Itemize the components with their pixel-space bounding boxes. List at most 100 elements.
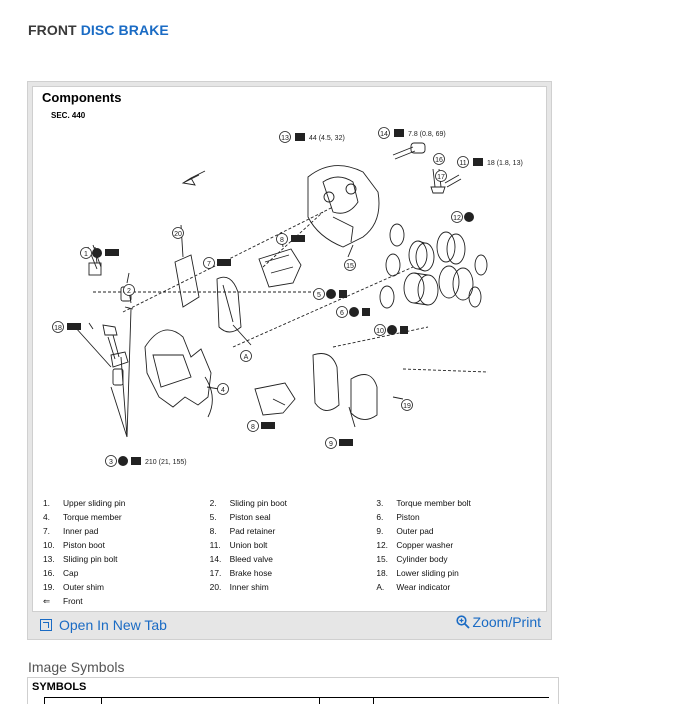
legend-item: 5. Piston seal [210,512,377,522]
figure-image[interactable]: Components SEC. 440 [32,86,547,612]
legend-item: 6.Piston [376,512,543,522]
legend-number: 11. [209,540,221,550]
legend-row: 4. Torque member 5. Piston seal 6.Piston [43,510,543,524]
legend-number: 8. [209,526,217,536]
svg-text:11: 11 [459,160,466,167]
callout-1: 1 [80,247,92,259]
callout-15: 15 [344,259,356,271]
open-in-new-tab-button[interactable]: Open In New Tab [40,617,167,633]
svg-text:10: 10 [376,328,384,335]
svg-text:7: 7 [207,261,211,268]
legend-text: Cap [63,568,79,578]
svg-text:20: 20 [174,231,182,238]
brake-diagram: 13 44 (4.5, 32) 14 7.8 (0.8, 69) 16 11 1… [52,127,523,467]
callout-10: 10 [374,324,386,336]
legend-text: Sliding pin bolt [63,554,118,564]
legend-number: 17. [209,568,222,578]
callout-6: 6 [336,306,348,318]
figure-card: Components SEC. 440 [27,81,552,640]
svg-text:A: A [244,354,249,361]
legend-number: 2. [209,498,217,508]
callout-14: 14 [378,127,390,139]
page-title: FRONT DISC BRAKE [28,22,169,38]
legend-number: 13. [43,554,55,564]
legend-number: 12. [376,540,388,550]
symbols-card[interactable]: SYMBOLS [27,677,559,704]
svg-text:16: 16 [435,157,443,164]
legend-item: A. Wear indicator [376,582,543,592]
legend-text: Union bolt [229,540,268,550]
legend-text: Torque member [63,512,122,522]
legend-text: Front [63,596,83,606]
callout-20: 20 [172,227,184,239]
torque-13: 44 (4.5, 32) [309,135,345,142]
svg-text:1: 1 [84,251,88,258]
legend-item: 12. Copper washer [376,540,543,550]
table-divider [319,698,320,704]
callout-18: 18 [52,321,64,333]
callout-13: 13 [279,131,291,143]
legend-item: ⇐ Front [43,596,211,606]
callout-12: 12 [451,211,463,223]
torque-11: 18 (1.8, 13) [487,160,523,167]
svg-text:2: 2 [127,288,131,295]
torque-14: 7.8 (0.8, 69) [408,131,446,138]
legend-text: Inner pad [63,526,99,536]
callout-11: 11 [457,156,469,168]
legend-text: Cylinder body [396,554,448,564]
legend-item: 13. Sliding pin bolt [43,554,210,564]
legend-number: 4. [43,512,50,522]
legend-row-front: ⇐ Front [43,594,543,608]
torque-icon [473,158,483,166]
legend-item: 20.Inner shim [210,582,377,592]
callout-5: 5 [313,288,325,300]
svg-text:12: 12 [453,215,461,222]
symbols-title: SYMBOLS [32,681,87,693]
callout-8-bottom: 8 [247,420,259,432]
legend-number: 14. [209,554,222,564]
svg-text:9: 9 [329,441,333,448]
legend-text: Outer shim [63,582,104,592]
torque-3: 210 (21, 155) [145,459,187,466]
legend-text: Lower sliding pin [396,568,459,578]
legend-item: 15.Cylinder body [376,554,543,564]
card-footer: Open In New Tab Zoom/Print [32,612,547,636]
callout-17: 17 [435,170,447,182]
legend-item: 3. Torque member bolt [376,498,543,508]
legend-item: 2.Sliding pin boot [210,498,377,508]
legend-item: 10.Piston boot [43,540,210,550]
front-arrow-symbol: ⇐ [43,596,51,606]
legend-text: Pad retainer [229,526,276,536]
legend-number: A. [376,582,385,592]
callout-9: 9 [325,437,337,449]
callout-19: 19 [401,399,413,411]
legend-number: 18. [376,568,388,578]
legend-text: Upper sliding pin [63,498,126,508]
legend-number: 5. [209,512,217,522]
legend-text: Brake hose [229,568,273,578]
table-divider [373,698,374,704]
open-tab-label: Open In New Tab [59,617,167,633]
legend-text: Copper washer [396,540,454,550]
legend-item: 19.Outer shim [43,582,210,592]
image-symbols-label: Image Symbols [28,659,125,675]
legend-text: Piston seal [229,512,271,522]
page-title-link[interactable]: DISC BRAKE [80,22,169,38]
legend-number: 3. [376,498,384,508]
svg-text:14: 14 [380,131,388,138]
no-reuse-icon [464,212,474,222]
symbols-table [44,697,549,704]
legend-number: 10. [43,540,55,550]
zoom-print-button[interactable]: Zoom/Print [455,614,541,630]
callout-3: 3 [105,455,117,467]
open-tab-icon [40,619,52,631]
legend-text: Torque member bolt [396,498,471,508]
legend-text: Wear indicator [396,582,451,592]
legend-item: 8. Pad retainer [210,526,377,536]
